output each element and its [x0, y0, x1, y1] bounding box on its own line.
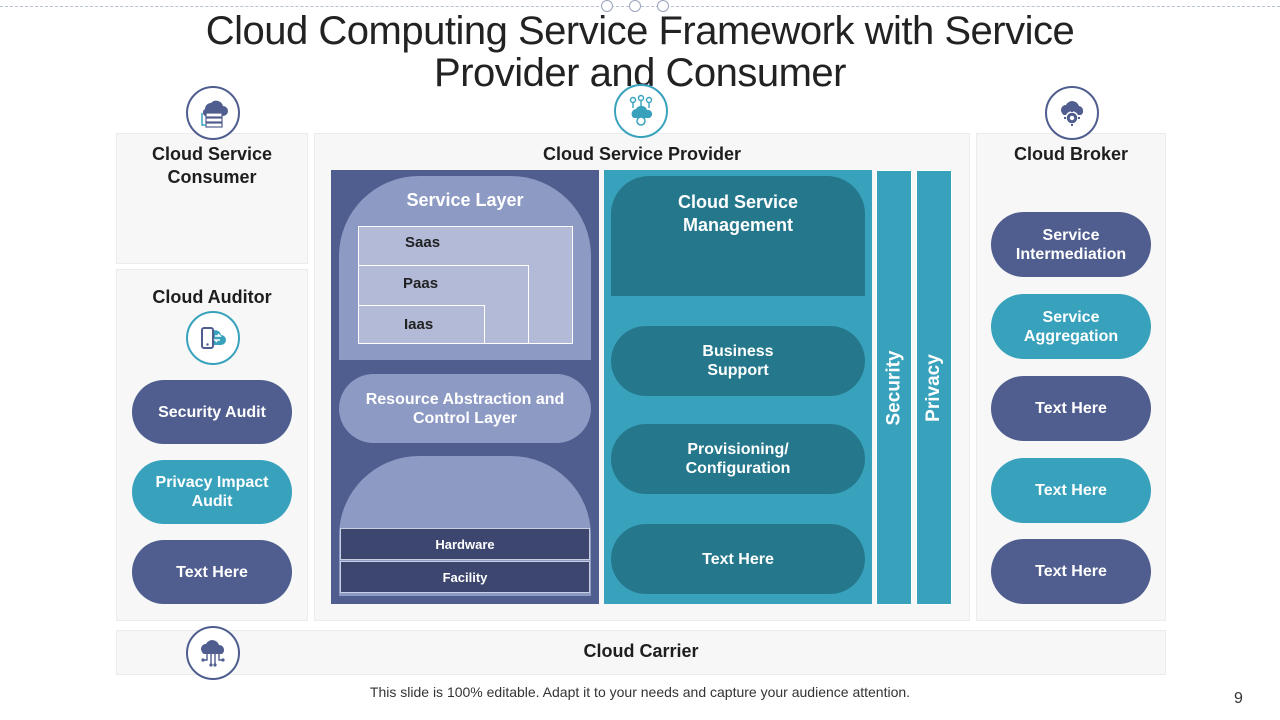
broker-item-text-here: Text Here: [991, 539, 1151, 604]
provisioning-configuration: Provisioning/ Configuration: [611, 424, 865, 494]
auditor-item-text-here: Text Here: [132, 540, 292, 604]
management-text-here: Text Here: [611, 524, 865, 594]
footer-note: This slide is 100% editable. Adapt it to…: [369, 684, 911, 700]
privacy-label: Privacy: [923, 353, 944, 422]
auditor-title: Cloud Auditor: [152, 287, 272, 307]
service-layer-title: Service Layer: [406, 190, 524, 210]
security-label: Security: [883, 350, 905, 425]
cloud-server-icon: [186, 86, 240, 140]
consumer-title: Cloud Service Consumer: [151, 144, 273, 187]
facility-bar: Facility: [340, 561, 590, 593]
carrier-title: Cloud Carrier: [583, 641, 699, 661]
saas-label: Saas: [405, 234, 441, 251]
broker-item-text-here: Text Here: [991, 458, 1151, 523]
iaas-label: Iaas: [404, 316, 434, 333]
auditor-item-privacy-impact-audit: Privacy Impact Audit: [132, 460, 292, 524]
management-header: [611, 176, 865, 296]
paas-label: Paas: [403, 275, 439, 292]
iaas-box: [358, 305, 485, 344]
top-dot: [629, 0, 641, 12]
management-title: Cloud Service Management: [677, 192, 799, 235]
carrier-panel: [116, 630, 1166, 675]
provider-title: Cloud Service Provider: [542, 144, 742, 164]
cloud-network-icon: [614, 84, 668, 138]
broker-item-text-here: Text Here: [991, 376, 1151, 441]
resource-abstraction-layer: Resource Abstraction and Control Layer: [339, 374, 591, 443]
auditor-item-security-audit: Security Audit: [132, 380, 292, 444]
page-number: 9: [1234, 690, 1243, 707]
cloud-circuit-icon: [186, 626, 240, 680]
top-dot: [601, 0, 613, 12]
hardware-bar: Hardware: [340, 528, 590, 560]
broker-item-service-intermediation: Service Intermediation: [991, 212, 1151, 277]
cloud-gear-icon: [1045, 86, 1099, 140]
slide-title: Cloud Computing Service Framework with S…: [205, 9, 1075, 95]
mobile-sync-icon: [186, 311, 240, 365]
broker-title: Cloud Broker: [1013, 144, 1128, 164]
security-bar: Security: [876, 170, 912, 605]
business-support: Business Support: [611, 326, 865, 396]
top-dot: [657, 0, 669, 12]
broker-item-service-aggregation: Service Aggregation: [991, 294, 1151, 359]
privacy-bar: Privacy: [916, 170, 952, 605]
